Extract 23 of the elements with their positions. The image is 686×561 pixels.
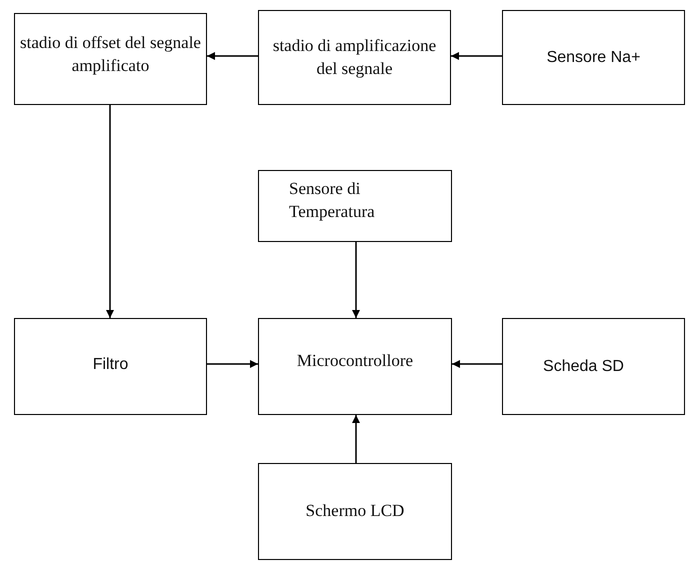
box-label: Filtro — [92, 356, 128, 374]
box-label: Sensore Na+ — [546, 48, 640, 66]
process-box — [258, 10, 451, 105]
arrow — [352, 242, 360, 318]
arrow — [352, 415, 360, 463]
process-box — [14, 318, 207, 415]
arrow — [451, 52, 502, 60]
process-box — [502, 10, 685, 105]
arrow — [452, 360, 502, 368]
box-label: Microcontrollore — [296, 350, 414, 372]
process-box — [258, 318, 452, 415]
box-label: stadio di amplificazione del segnale — [272, 34, 438, 80]
process-box — [502, 318, 685, 415]
process-box — [14, 13, 207, 105]
process-box — [258, 463, 452, 560]
box-label: stadio di offset del segnale amplificato — [19, 32, 202, 77]
arrow — [207, 52, 258, 60]
arrow — [106, 105, 114, 318]
box-label: Scheda SD — [543, 358, 624, 376]
box-label: Sensore di Temperatura — [289, 178, 376, 223]
arrow — [207, 360, 258, 368]
process-box — [258, 170, 452, 242]
box-label: Schermo LCD — [306, 500, 404, 522]
